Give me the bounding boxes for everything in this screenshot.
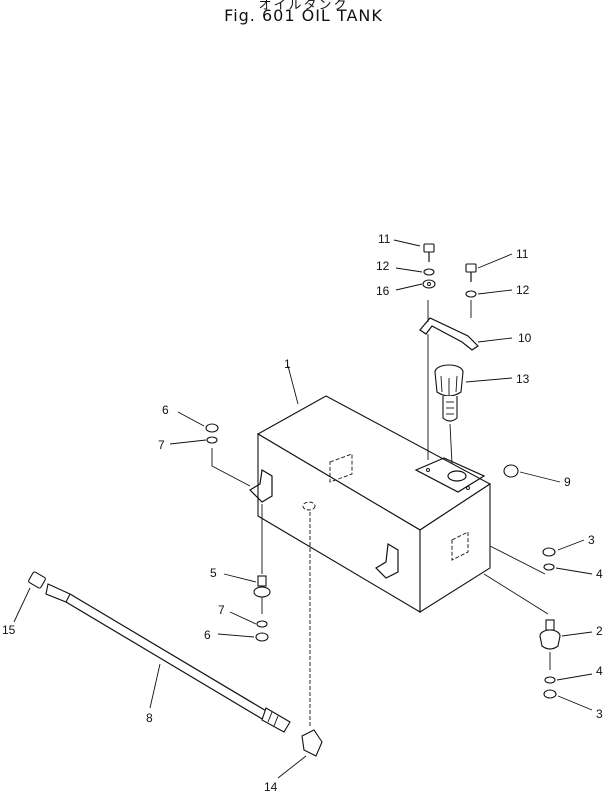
callout-4: 4 — [596, 567, 603, 581]
callout-11: 11 — [516, 247, 529, 261]
callout-labels: 1 2 3 3 4 4 5 6 6 7 7 8 9 10 11 11 12 12… — [2, 232, 603, 793]
figure-title-japanese: オイルタンク — [258, 0, 349, 13]
elbow-fitting — [301, 512, 323, 757]
nut-washer-top-left — [205, 423, 251, 487]
filler-cap-strainer — [434, 364, 464, 465]
mount-rubber-left — [253, 504, 271, 642]
cushion — [503, 464, 519, 478]
nut-washer-right-upper — [489, 545, 556, 575]
callout-6: 6 — [204, 628, 211, 642]
callout-11: 11 — [378, 232, 391, 246]
callout-12: 12 — [376, 259, 390, 273]
callout-12: 12 — [516, 283, 530, 297]
figure-title: Fig. 601 OIL TANK — [224, 6, 383, 25]
callout-5: 5 — [210, 566, 217, 580]
leader-lines — [13, 239, 593, 779]
callout-16: 16 — [376, 284, 390, 298]
oil-tank-body — [249, 395, 492, 613]
callout-8: 8 — [146, 711, 153, 725]
callout-14: 14 — [264, 780, 278, 793]
callout-13: 13 — [516, 372, 530, 386]
callout-3: 3 — [588, 533, 595, 547]
bolt-right — [465, 263, 477, 318]
callout-6: 6 — [162, 403, 169, 417]
callout-1: 1 — [284, 357, 291, 371]
callout-3: 3 — [596, 707, 603, 721]
callout-7: 7 — [158, 438, 165, 452]
tank-band — [419, 300, 479, 460]
callout-9: 9 — [564, 475, 571, 489]
callout-15: 15 — [2, 623, 16, 637]
callout-2: 2 — [596, 624, 603, 638]
callout-4: 4 — [596, 664, 603, 678]
callout-10: 10 — [518, 331, 532, 345]
bolt-left — [422, 243, 436, 289]
callout-7: 7 — [218, 603, 225, 617]
drain-hose — [28, 571, 291, 733]
mount-rubber-right — [483, 573, 561, 699]
